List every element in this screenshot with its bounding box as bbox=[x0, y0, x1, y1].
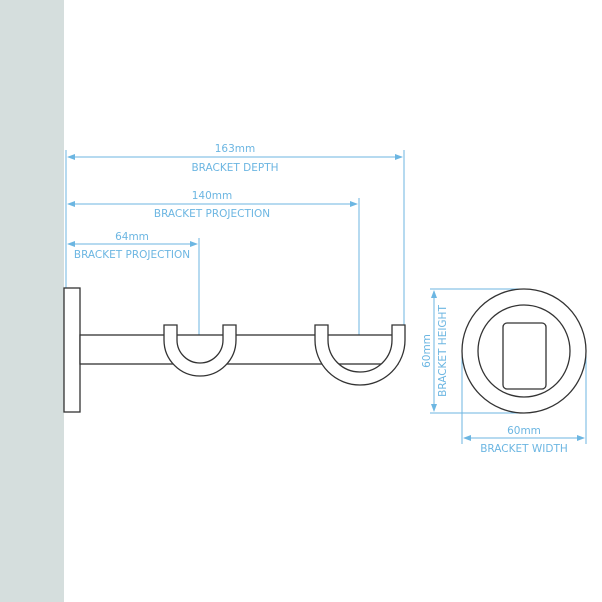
height-value: 60mm bbox=[421, 334, 433, 368]
projection-outer-label: BRACKET PROJECTION bbox=[154, 208, 270, 220]
depth-label: BRACKET DEPTH bbox=[191, 162, 278, 174]
projection-inner-value: 64mm bbox=[115, 231, 149, 243]
bracket-rod bbox=[79, 334, 399, 365]
height-label: BRACKET HEIGHT bbox=[437, 305, 449, 397]
wall bbox=[0, 0, 64, 602]
wall-plate bbox=[63, 287, 81, 413]
projection-inner-label: BRACKET PROJECTION bbox=[74, 249, 190, 261]
width-label: BRACKET WIDTH bbox=[480, 443, 568, 455]
extension-lines bbox=[65, 150, 587, 444]
outer-rod-holder bbox=[314, 324, 406, 386]
bracket-arm-section bbox=[502, 322, 547, 390]
depth-value: 163mm bbox=[215, 143, 256, 155]
inner-rod-holder bbox=[163, 324, 237, 377]
projection-outer-value: 140mm bbox=[192, 190, 233, 202]
width-value: 60mm bbox=[507, 425, 541, 437]
